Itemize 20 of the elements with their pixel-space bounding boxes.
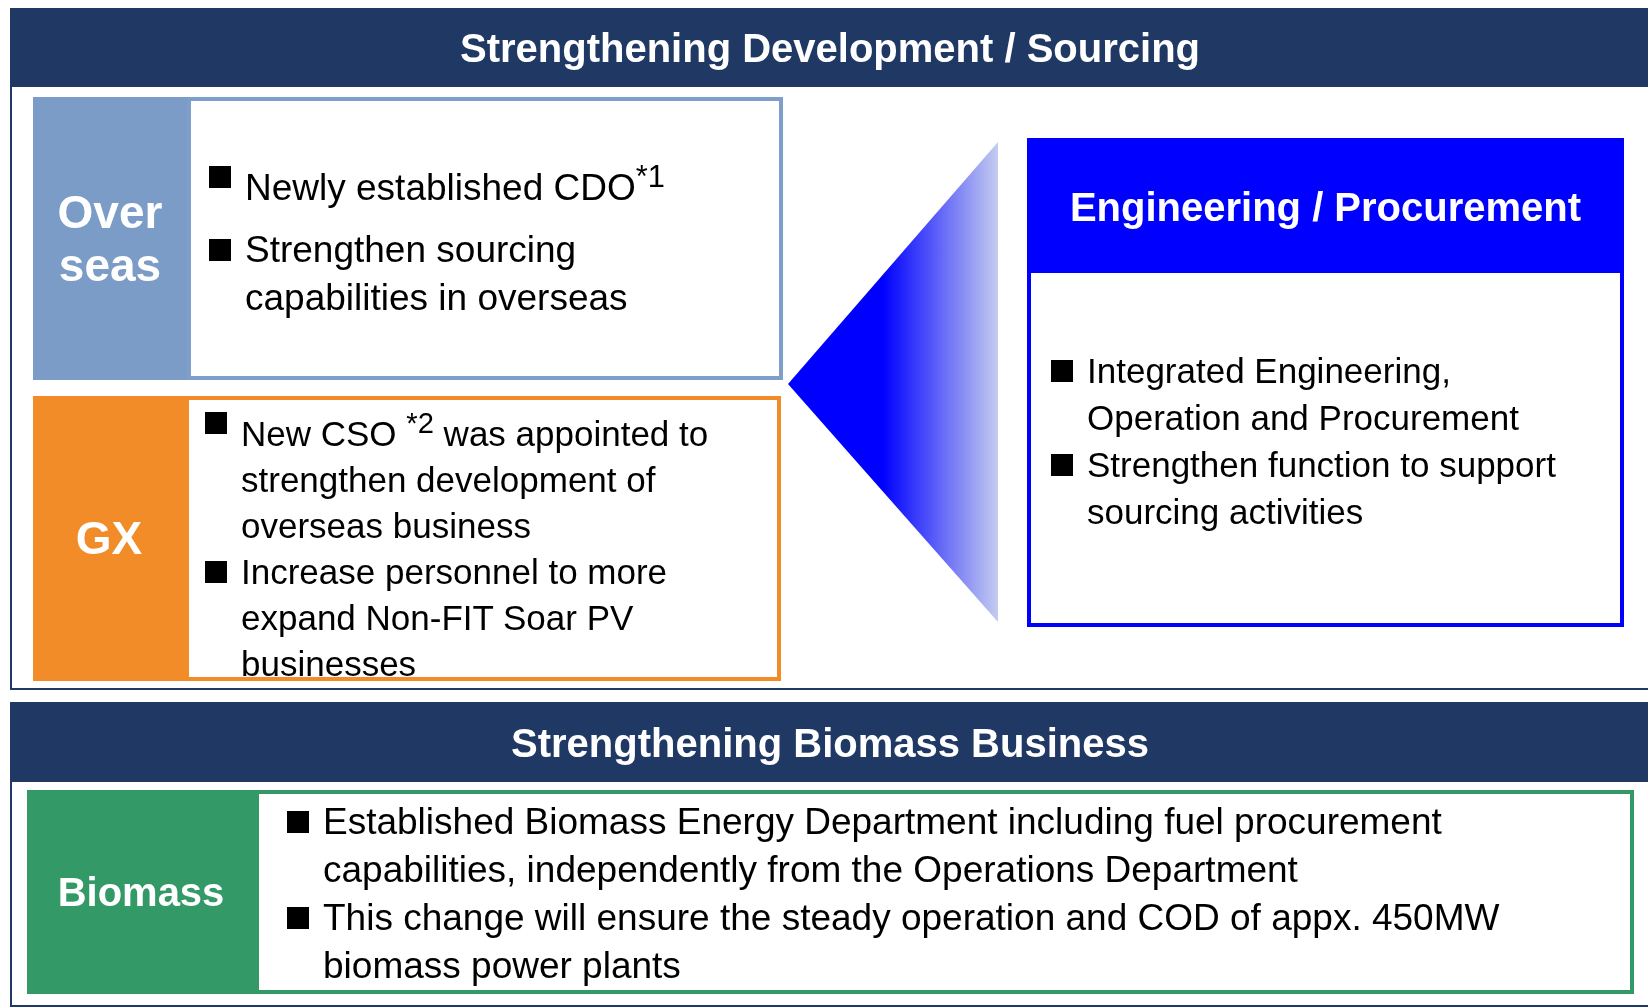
bullet-text: New CSO $^{*2}$ was appointed to strengthen development of overseas business xyxy=(241,406,710,547)
bullet-text: Increase personnel to more expand Non-FIT Soar PV businesses xyxy=(241,550,669,685)
section-heading: Strengthening Biomass Business xyxy=(12,704,1648,782)
bullet-text: Newly established CDO$^{*1}$ xyxy=(245,158,665,211)
bullet-text: Integrated Engineering, Operation and Procurement xyxy=(1087,350,1520,439)
bullet-text: This change will ensure the steady operation and COD of appx. 450MW biomass power plants xyxy=(323,896,1501,988)
section-panel xyxy=(10,8,1648,690)
bullet-text: Strengthen sourcing capabilities in overseas xyxy=(245,228,629,321)
bullet-text: Established Biomass Energy Department including fuel procurement capabilities, independently from the Operations Department xyxy=(323,800,1443,892)
category-label: Biomass xyxy=(27,790,255,994)
section-heading: Strengthening Development / Sourcing xyxy=(12,10,1648,87)
category-label: Over seas xyxy=(33,97,187,380)
content-box xyxy=(1027,138,1624,627)
content-box xyxy=(187,97,783,380)
bullet-text: Strengthen function to support sourcing activities xyxy=(1087,444,1557,533)
content-box xyxy=(185,396,781,681)
content-box xyxy=(255,790,1634,994)
category-label: GX xyxy=(33,396,185,681)
card-heading: Engineering / Procurement xyxy=(1031,142,1620,273)
section-panel xyxy=(10,702,1648,1007)
